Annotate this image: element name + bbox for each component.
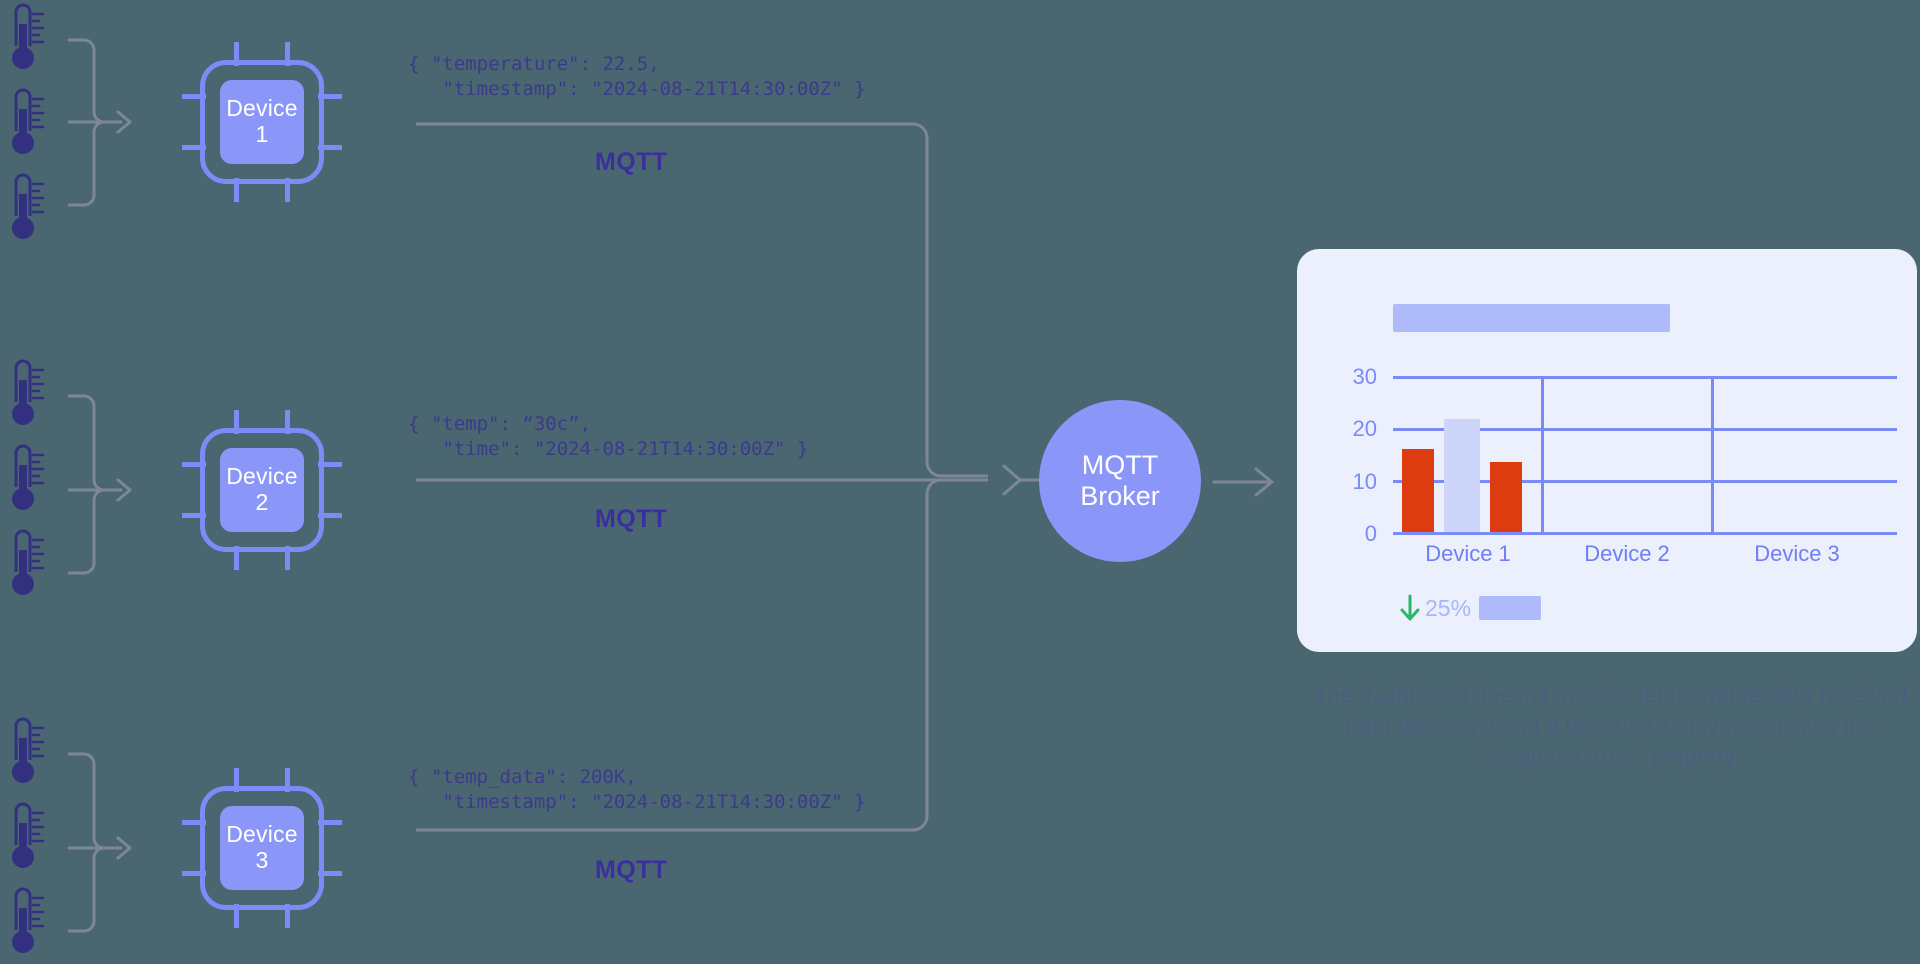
chip-pin bbox=[182, 871, 206, 876]
device-name-line1: Device bbox=[226, 821, 298, 848]
thermometer-icon bbox=[4, 801, 48, 873]
chip-pin bbox=[285, 904, 290, 928]
chip-pin bbox=[182, 513, 206, 518]
x-label-device-3: Device 3 bbox=[1754, 541, 1840, 566]
y-tick-0: 0 bbox=[1364, 521, 1377, 546]
thermometer-icon bbox=[4, 358, 48, 430]
y-tick-30: 30 bbox=[1352, 364, 1377, 389]
bar-device1-series-a bbox=[1402, 449, 1434, 532]
chip-pin bbox=[285, 410, 290, 434]
gridline-20 bbox=[1393, 428, 1897, 431]
device-name-line1: Device bbox=[226, 95, 298, 122]
mqtt-bus-connectors bbox=[416, 122, 1048, 832]
chip-body bbox=[200, 428, 324, 552]
delta-percent-value: 25% bbox=[1425, 595, 1472, 621]
chip-body bbox=[200, 60, 324, 184]
payload-device-2: { "temp": “30c”, "time": "2024-08-21T14:… bbox=[408, 413, 809, 461]
chip-pin bbox=[318, 513, 342, 518]
chip-pin bbox=[285, 768, 290, 792]
mqtt-broker-node[interactable]: MQTT Broker bbox=[1039, 400, 1201, 562]
mqtt-label-1: MQTT bbox=[595, 148, 668, 176]
y-tick-20: 20 bbox=[1352, 416, 1377, 441]
device-name-line1: Device bbox=[226, 463, 298, 490]
device-name-line2: 2 bbox=[255, 489, 269, 515]
chip-pin bbox=[234, 42, 239, 66]
dashboard-caption: The dashboard doesn’t monitor temperatur… bbox=[1290, 680, 1920, 772]
caption-code-token: 'temperature' bbox=[1480, 745, 1645, 770]
x-label-device-2: Device 2 bbox=[1584, 541, 1670, 566]
chip-pin bbox=[285, 178, 290, 202]
dashboard-title-placeholder bbox=[1393, 304, 1670, 332]
gridline-10 bbox=[1393, 480, 1897, 483]
x-label-device-1: Device 1 bbox=[1425, 541, 1511, 566]
chip-pin bbox=[234, 768, 239, 792]
caption-text-part2: property. bbox=[1644, 743, 1740, 770]
mqtt-label-2: MQTT bbox=[595, 505, 668, 533]
broker-line1: MQTT bbox=[1081, 449, 1159, 480]
chip-pin bbox=[182, 145, 206, 150]
broker-to-dashboard-arrow bbox=[1212, 467, 1274, 497]
chip-pin bbox=[182, 462, 206, 467]
gridline-30 bbox=[1393, 376, 1897, 379]
y-tick-10: 10 bbox=[1352, 469, 1377, 494]
chip-pin bbox=[285, 546, 290, 570]
arrow-down-icon bbox=[1400, 594, 1420, 621]
mqtt-label-3: MQTT bbox=[595, 856, 668, 884]
thermometer-icon bbox=[4, 886, 48, 958]
chip-pin bbox=[234, 178, 239, 202]
chip-body bbox=[200, 786, 324, 910]
device-name-line2: 3 bbox=[255, 847, 269, 873]
bar-device1-series-c bbox=[1490, 462, 1522, 532]
thermometer-icon bbox=[4, 528, 48, 600]
caption-text-part1: The dashboard doesn’t monitor temperatur… bbox=[1313, 682, 1907, 739]
chip-pin bbox=[234, 410, 239, 434]
payload-device-1: { "temperature": 22.5, "timestamp": "202… bbox=[408, 53, 866, 101]
sensor-to-device-connectors bbox=[68, 38, 132, 933]
device-name-line2: 1 bbox=[255, 121, 269, 147]
category-divider-2 bbox=[1711, 376, 1714, 535]
chip-pin bbox=[318, 820, 342, 825]
thermometer-icon bbox=[4, 172, 48, 244]
thermometer-icon bbox=[4, 87, 48, 159]
delta-placeholder-block bbox=[1479, 596, 1541, 620]
thermometer-icon bbox=[4, 716, 48, 788]
axis-baseline bbox=[1393, 532, 1897, 535]
category-divider-1 bbox=[1541, 376, 1544, 535]
thermometer-icon bbox=[4, 2, 48, 74]
chip-pin bbox=[318, 145, 342, 150]
chip-pin bbox=[182, 94, 206, 99]
chip-pin bbox=[318, 462, 342, 467]
bar-device1-series-b bbox=[1444, 419, 1480, 532]
chip-pin bbox=[318, 871, 342, 876]
chip-pin bbox=[285, 42, 290, 66]
dashboard-card[interactable]: 30 20 10 0 Device 1 Device 2 Device 3 25… bbox=[1297, 249, 1917, 652]
broker-line2: Broker bbox=[1080, 481, 1160, 511]
chip-pin bbox=[234, 904, 239, 928]
chip-pin bbox=[234, 546, 239, 570]
chip-pin bbox=[318, 94, 342, 99]
chip-pin bbox=[182, 820, 206, 825]
payload-device-3: { "temp_data": 200K, "timestamp": "2024-… bbox=[408, 766, 866, 814]
thermometer-icon bbox=[4, 443, 48, 515]
